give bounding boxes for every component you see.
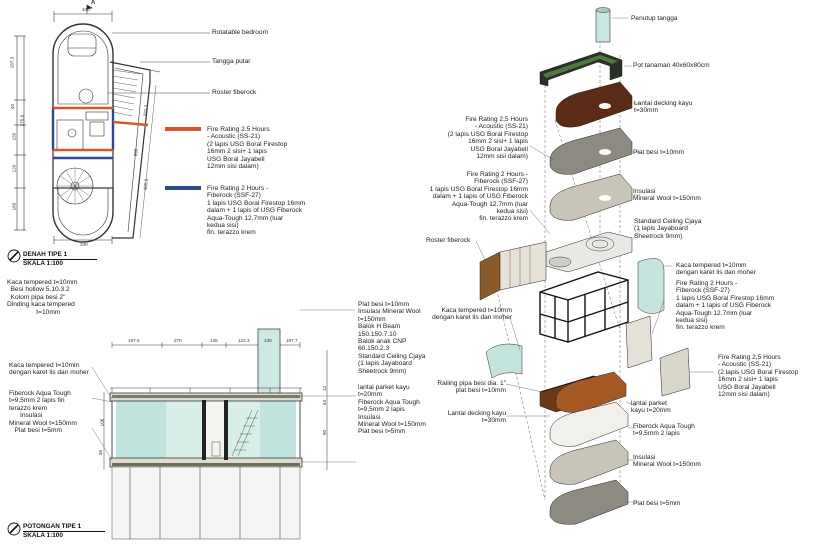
label-insulasi-150: Insulasi Mineral Wool t=150mm bbox=[633, 188, 701, 203]
section-title-block: POTONGAN TIPE 1 SKALA 1:100 bbox=[23, 523, 105, 539]
section-dim-top-2: 145 bbox=[210, 338, 218, 343]
label-plat-besi-10: Plat besi t=10mm bbox=[633, 149, 685, 156]
legend-swatch-fiberock bbox=[165, 186, 201, 190]
label-fire-rating-2-left: Fire Rating 2 Hours - Fiberock (SSF-27) … bbox=[429, 171, 528, 223]
label-lantai-decking-bottom: Lantai decking kayu t=30mm bbox=[447, 410, 506, 425]
label-standard-ceiling: Standard Ceiling Cjaya (1 lapis Jayaboar… bbox=[634, 218, 702, 240]
section-notes-right: Plat besi t=10mm Insulasi Mineral Wool t… bbox=[358, 301, 426, 375]
pen-icon bbox=[7, 249, 21, 263]
label-roster-fiberock-plan: Roster fiberock bbox=[212, 89, 257, 96]
section-dim-top-5: 187.7 bbox=[286, 338, 298, 343]
label-lantai-parket: lantai parket kayu t=20mm bbox=[631, 400, 671, 415]
label-pot-tanaman: Pot tanaman 40x60x80cm bbox=[633, 62, 710, 69]
pen-icon bbox=[7, 522, 21, 536]
section-dim-top-1: 270 bbox=[174, 338, 182, 343]
label-plat-besi-5: Plat besi t=5mm bbox=[633, 500, 681, 507]
section-notes-left-b: Fiberock Aqua Tough t=9,5mm 2 lapis fin … bbox=[9, 390, 77, 435]
label-fire-rating-25-right: Fire Rating 2,5 Hours - Acoustic (SS-21)… bbox=[718, 354, 799, 399]
plan-title-block: DENAH TIPE 1 SKALA 1:100 bbox=[23, 251, 97, 267]
label-rotatable-bedroom: Rotatable bedroom bbox=[212, 29, 269, 36]
legend-text-fiberock: Fire Rating 2 Hours - Fiberock (SSF-27) … bbox=[207, 185, 306, 237]
legend-text-acoustic: Fire Rating 2.5 Hours - Acoustic (SS-21)… bbox=[207, 126, 288, 171]
section-dim-top-0: 187.5 bbox=[128, 338, 140, 343]
label-tangga-putar: Tangga putar bbox=[212, 58, 251, 65]
label-kaca-tempered-right: Kaca tempered t=10mm dengan karet lis da… bbox=[676, 262, 756, 277]
section-notes-left-a: Kaca tempered t=10mm dengan karet lis da… bbox=[9, 362, 89, 377]
section-dim-top-4: 130 bbox=[264, 338, 272, 343]
plan-dim-bottom: 340 bbox=[80, 242, 88, 247]
section-title: POTONGAN TIPE 1 bbox=[23, 523, 105, 532]
label-penutup-tangga: Penutup tangga bbox=[631, 15, 678, 22]
legend-swatch-acoustic bbox=[165, 127, 201, 131]
section-notes-top-left: Kaca tempered t=10mm Besi hollow 5.10.3.… bbox=[7, 279, 78, 316]
label-fire-rating-2-right: Fire Rating 2 Hours - Fiberock (SSF-27) … bbox=[676, 280, 775, 332]
section-dim-top-3: 122.3 bbox=[238, 338, 250, 343]
plan-dim-top: 340 bbox=[82, 7, 90, 12]
label-kaca-tempered-left: Kaca tempered t=10mm dengan karet lis da… bbox=[432, 307, 512, 322]
label-lantai-decking-top: Lantai decking kayu t=30mm bbox=[634, 100, 693, 115]
plan-title: DENAH TIPE 1 bbox=[23, 251, 97, 260]
plan-scale: SKALA 1:100 bbox=[23, 259, 63, 267]
section-scale: SKALA 1:100 bbox=[23, 531, 63, 539]
label-railing: Railing pipa besi dia. 1" plat besi t=10… bbox=[437, 380, 506, 395]
label-insulasi-bottom: Insulasi Mineral Wool t=150mm bbox=[633, 454, 701, 469]
section-mark: A bbox=[91, 0, 96, 6]
section-notes-right-b: lantai parket kayu t=20mm Fiberock Aqua … bbox=[358, 384, 426, 436]
label-fiberock-aqua: Fiberock Aqua Tough t=9,5mm 2 lapis bbox=[633, 423, 695, 438]
label-fire-rating-25-left: Fire Rating 2,5 Hours - Acoustic (SS-21)… bbox=[447, 116, 528, 161]
label-roster-fiberock: Roster fiberock bbox=[426, 237, 471, 244]
